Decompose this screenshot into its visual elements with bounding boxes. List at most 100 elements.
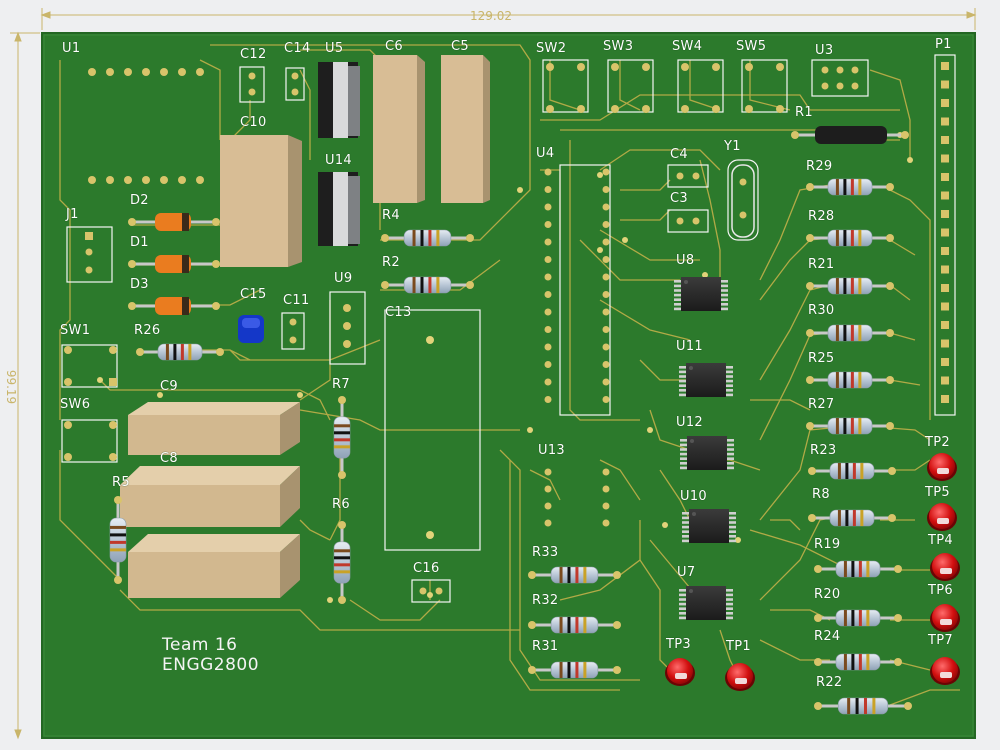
p1-header-pins — [941, 62, 949, 403]
label-D3[interactable]: D3 — [130, 277, 149, 292]
height-dimension: 99.19 — [4, 369, 19, 405]
resistor-icon — [333, 521, 351, 604]
label-C15[interactable]: C15 — [240, 287, 267, 302]
dimension-lines — [10, 8, 977, 740]
label-R21[interactable]: R21 — [808, 257, 835, 272]
label-R25[interactable]: R25 — [808, 351, 835, 366]
dip-pin — [544, 361, 552, 368]
label-U4[interactable]: U4 — [536, 146, 555, 161]
label-U14[interactable]: U14 — [325, 153, 352, 168]
label-C11[interactable]: C11 — [283, 293, 310, 308]
label-C9[interactable]: C9 — [160, 379, 178, 394]
vias — [97, 132, 913, 603]
resistor-icon — [814, 560, 902, 578]
label-C6[interactable]: C6 — [385, 39, 403, 54]
crystal-icon — [731, 164, 755, 238]
label-R2[interactable]: R2 — [382, 255, 400, 270]
label-R1[interactable]: R1 — [795, 105, 813, 120]
label-TP2[interactable]: TP2 — [925, 435, 950, 450]
label-R27[interactable]: R27 — [808, 397, 835, 412]
dip-pin — [602, 221, 610, 228]
label-D2[interactable]: D2 — [130, 193, 149, 208]
header-pin — [941, 395, 949, 403]
label-U11[interactable]: U11 — [676, 339, 703, 354]
ic-chip-icon — [674, 277, 728, 311]
label-C12[interactable]: C12 — [240, 47, 267, 62]
label-C8[interactable]: C8 — [160, 451, 178, 466]
label-R19[interactable]: R19 — [814, 537, 841, 552]
label-R31[interactable]: R31 — [532, 639, 559, 654]
label-TP1[interactable]: TP1 — [726, 639, 751, 654]
label-TP3[interactable]: TP3 — [666, 637, 691, 652]
label-C3[interactable]: C3 — [670, 191, 688, 206]
ic-chip-icon — [680, 436, 734, 470]
label-U1[interactable]: U1 — [62, 41, 81, 56]
label-U12[interactable]: U12 — [676, 415, 703, 430]
label-U3[interactable]: U3 — [815, 43, 834, 58]
test-point-icon — [927, 503, 957, 531]
label-C4[interactable]: C4 — [670, 147, 688, 162]
ic-chip-icon — [679, 586, 733, 620]
header-pin — [941, 247, 949, 255]
label-SW4[interactable]: SW4 — [672, 39, 703, 54]
dip-pin — [544, 519, 552, 527]
label-R30[interactable]: R30 — [808, 303, 835, 318]
header-pin — [941, 62, 949, 70]
label-Y1[interactable]: Y1 — [724, 139, 741, 154]
label-R24[interactable]: R24 — [814, 629, 841, 644]
label-R23[interactable]: R23 — [810, 443, 837, 458]
label-SW2[interactable]: SW2 — [536, 41, 567, 56]
header-pin — [941, 265, 949, 274]
label-U8[interactable]: U8 — [676, 253, 695, 268]
label-SW5[interactable]: SW5 — [736, 39, 767, 54]
label-C16[interactable]: C16 — [413, 561, 440, 576]
label-R20[interactable]: R20 — [814, 587, 841, 602]
resistor-icon — [136, 343, 224, 361]
label-SW6[interactable]: SW6 — [60, 397, 91, 412]
label-R26[interactable]: R26 — [134, 323, 161, 338]
label-C14[interactable]: C14 — [284, 41, 311, 56]
label-C5[interactable]: C5 — [451, 39, 469, 54]
label-C13[interactable]: C13 — [385, 305, 412, 320]
label-P1[interactable]: P1 — [935, 37, 952, 52]
header-pin — [941, 136, 949, 144]
label-SW3[interactable]: SW3 — [603, 39, 634, 54]
label-TP7[interactable]: TP7 — [928, 633, 953, 648]
label-U5[interactable]: U5 — [325, 41, 344, 56]
label-C10[interactable]: C10 — [240, 115, 267, 130]
label-R6[interactable]: R6 — [332, 497, 350, 512]
label-R28[interactable]: R28 — [808, 209, 835, 224]
label-U7[interactable]: U7 — [677, 565, 696, 580]
label-D1[interactable]: D1 — [130, 235, 149, 250]
header-pin — [941, 99, 949, 107]
resistor-icon — [109, 496, 127, 584]
label-R22[interactable]: R22 — [816, 675, 843, 690]
diode-icon — [128, 213, 220, 315]
label-R8[interactable]: R8 — [812, 487, 830, 502]
width-dimension: 129.02 — [470, 9, 512, 23]
label-R29[interactable]: R29 — [806, 159, 833, 174]
label-R4[interactable]: R4 — [382, 208, 400, 223]
label-J1[interactable]: J1 — [66, 207, 79, 222]
header-pin — [941, 210, 949, 218]
label-R7[interactable]: R7 — [332, 377, 350, 392]
label-U9[interactable]: U9 — [334, 271, 353, 286]
label-U13[interactable]: U13 — [538, 443, 565, 458]
silkscreen-outlines — [61, 54, 956, 603]
dip-pin — [602, 326, 610, 333]
label-SW1[interactable]: SW1 — [60, 323, 91, 338]
dip-pin — [602, 186, 610, 193]
label-U10[interactable]: U10 — [680, 489, 707, 504]
label-R32[interactable]: R32 — [532, 593, 559, 608]
label-TP6[interactable]: TP6 — [928, 583, 953, 598]
header-pin — [941, 376, 949, 385]
label-R33[interactable]: R33 — [532, 545, 559, 560]
dip-pin — [602, 343, 610, 351]
label-TP4[interactable]: TP4 — [928, 533, 953, 548]
silkscreen-course: ENGG2800 — [162, 655, 260, 675]
dip-pin — [544, 168, 552, 176]
label-TP5[interactable]: TP5 — [925, 485, 950, 500]
dip-pin — [544, 378, 552, 386]
label-R5[interactable]: R5 — [112, 475, 130, 490]
